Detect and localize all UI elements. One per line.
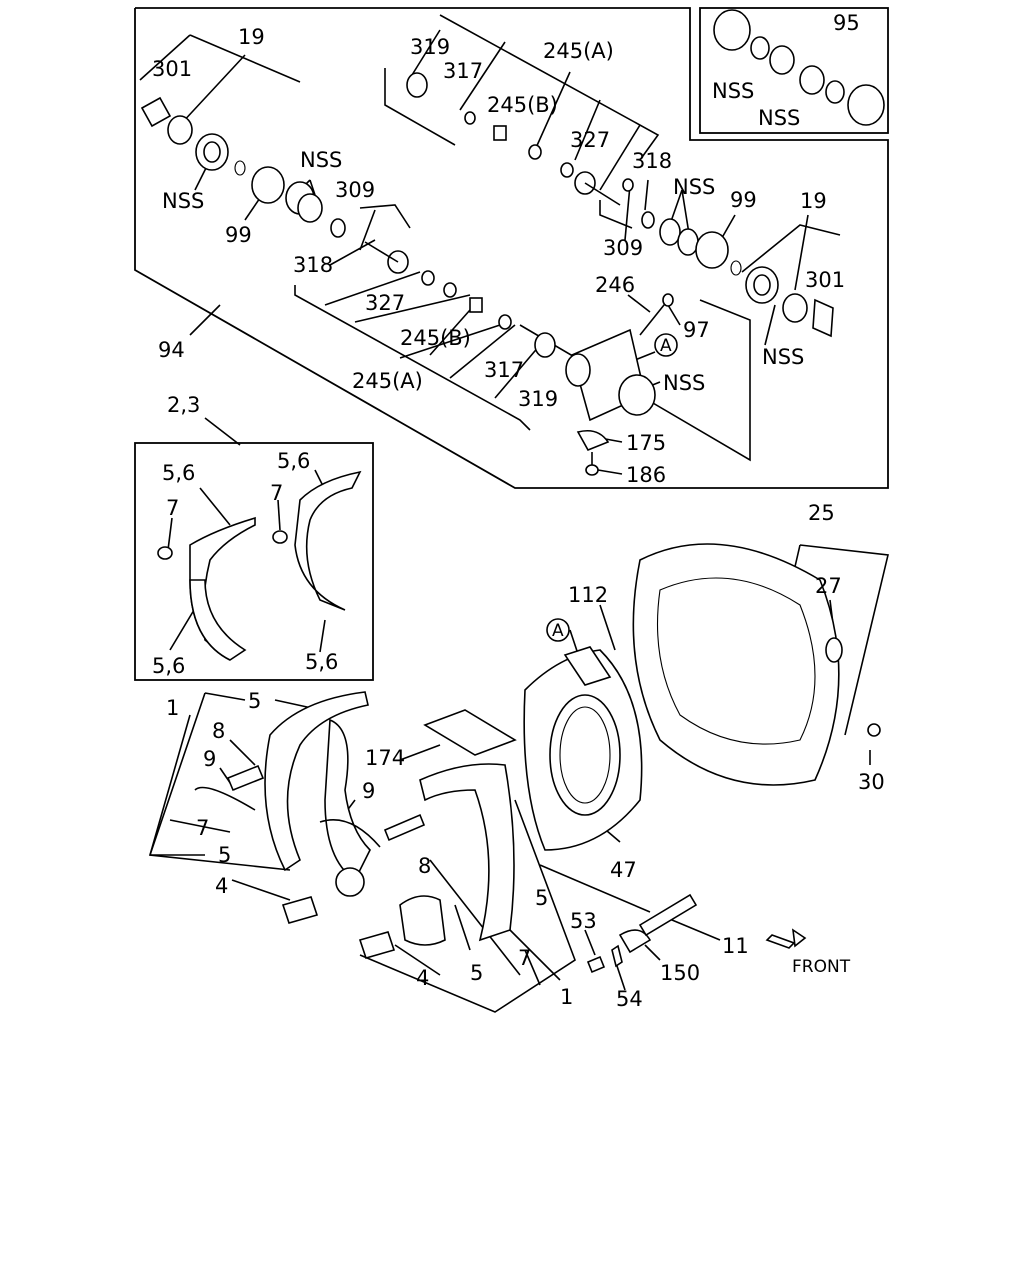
callout-5-right-shoe: 5 <box>535 886 548 910</box>
callout-2-3: 2,3 <box>167 393 200 417</box>
callout-94: 94 <box>158 338 185 362</box>
reference-circle-a-lower <box>546 618 570 642</box>
callout-99-right: 99 <box>730 188 757 212</box>
callout-19-right: 19 <box>800 189 827 213</box>
callout-318-left: 318 <box>293 253 333 277</box>
callout-317-lower: 317 <box>484 358 524 382</box>
callout-nss-kit-2: NSS <box>758 106 800 130</box>
front-direction-label: FRONT <box>792 957 851 977</box>
callout-5-6-bottom-left: 5,6 <box>152 654 185 678</box>
callout-186: 186 <box>626 463 666 487</box>
wheel-cylinder-parts <box>140 9 885 476</box>
callout-7-lining-right: 7 <box>270 481 283 505</box>
brake-lining-parts <box>157 470 362 661</box>
callout-317-top: 317 <box>443 59 483 83</box>
callout-5-6-bottom-right: 5,6 <box>305 650 338 674</box>
callout-8-right: 8 <box>418 854 431 878</box>
callout-11: 11 <box>722 934 749 958</box>
callout-9-middle: 9 <box>362 779 375 803</box>
callout-318-right-top: 318 <box>632 149 672 173</box>
callout-nss-right-piston: NSS <box>762 345 804 369</box>
callout-nss-right-cup: NSS <box>673 175 715 199</box>
callout-7-left-shoe: 7 <box>196 816 209 840</box>
callout-5-left-middle: 5 <box>218 843 231 867</box>
callout-245b-lower: 245(B) <box>400 326 471 350</box>
callout-53: 53 <box>570 909 597 933</box>
callout-301-top-left: 301 <box>152 57 192 81</box>
callout-245a-top: 245(A) <box>543 39 614 63</box>
callout-nss-kit-1: NSS <box>712 79 754 103</box>
callout-5-6-top-left: 5,6 <box>162 461 195 485</box>
callout-319-lower: 319 <box>518 387 558 411</box>
callout-246: 246 <box>595 273 635 297</box>
callout-301-right: 301 <box>805 268 845 292</box>
callout-97: 97 <box>683 318 710 342</box>
callout-1-right: 1 <box>560 985 573 1009</box>
callout-5-6-top-right: 5,6 <box>277 449 310 473</box>
callout-7-lining-left: 7 <box>166 496 179 520</box>
callout-a-lower: A <box>552 621 564 641</box>
callout-95: 95 <box>833 11 860 35</box>
backing-plate-parts <box>523 543 881 974</box>
callout-nss-cylinder: NSS <box>663 371 705 395</box>
callout-4-left: 4 <box>215 874 228 898</box>
callout-174: 174 <box>365 746 405 770</box>
callout-245b-top: 245(B) <box>487 93 558 117</box>
callout-labels: 19 301 319 317 245(A) 245(B) 327 95 NSS … <box>152 11 885 1011</box>
callout-54: 54 <box>616 987 643 1011</box>
callout-1-left: 1 <box>166 696 179 720</box>
callout-8-left: 8 <box>212 719 225 743</box>
leader-lines <box>139 14 889 1013</box>
callout-150: 150 <box>660 961 700 985</box>
callout-99-left: 99 <box>225 223 252 247</box>
callout-327-lower: 327 <box>365 291 405 315</box>
callout-175: 175 <box>626 431 666 455</box>
callout-5-right-bottom: 5 <box>470 961 483 985</box>
brake-shoe-parts <box>194 691 517 959</box>
callout-319-top: 319 <box>410 35 450 59</box>
callout-a-top: A <box>660 336 672 356</box>
callout-9-left: 9 <box>203 747 216 771</box>
callout-19-top-left: 19 <box>238 25 265 49</box>
callout-4-right: 4 <box>416 966 429 990</box>
callout-nss-left-piston: NSS <box>162 189 204 213</box>
callout-5-left-top: 5 <box>248 689 261 713</box>
callout-nss-left-cup: NSS <box>300 148 342 172</box>
callout-327-top: 327 <box>570 128 610 152</box>
callout-7-right-shoe: 7 <box>518 946 531 970</box>
reference-circle-a-top <box>654 333 678 357</box>
callout-245a-lower: 245(A) <box>352 369 423 393</box>
callout-47: 47 <box>610 858 637 882</box>
wheel-cylinder-frame <box>134 7 889 489</box>
callout-112: 112 <box>568 583 608 607</box>
lining-frame <box>134 442 374 681</box>
callout-30: 30 <box>858 770 885 794</box>
callout-25: 25 <box>808 501 835 525</box>
callout-27: 27 <box>815 574 842 598</box>
callout-309-left: 309 <box>335 178 375 202</box>
repair-kit-frame <box>699 7 889 134</box>
callout-309-right: 309 <box>603 236 643 260</box>
